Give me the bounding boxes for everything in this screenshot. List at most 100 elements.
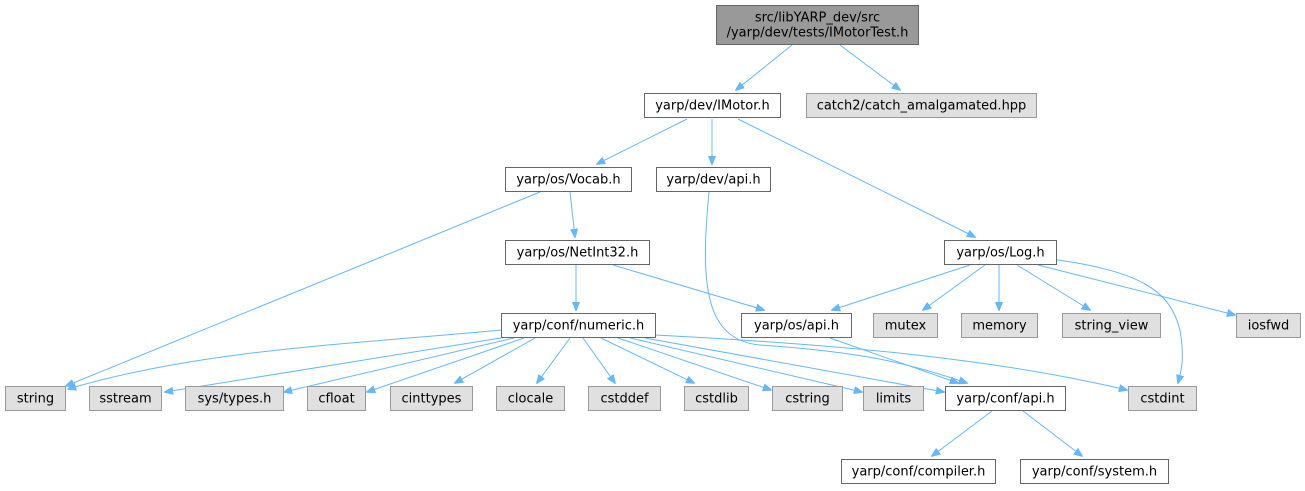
node-label-clocale: clocale: [508, 392, 553, 407]
node-box-system: [1020, 459, 1169, 484]
node-label-imotor: yarp/dev/IMotor.h: [655, 99, 770, 114]
node-box-cstring: [772, 386, 843, 411]
node-box-osapi: [741, 313, 852, 338]
node-box-log: [944, 240, 1057, 265]
edge-confapi-to-compiler: [932, 410, 993, 456]
node-label-root-line-1: src/libYARP_dev/src: [755, 11, 880, 26]
node-box-imotor: [644, 93, 781, 118]
node-label-iosfwd: iosfwd: [1248, 319, 1290, 334]
node-label-string: string: [17, 392, 54, 407]
node-box-cfloat: [307, 386, 366, 411]
node-label-osapi: yarp/os/api.h: [754, 319, 839, 334]
node-label-cstddef: cstddef: [600, 392, 649, 407]
node-box-cinttypes: [390, 386, 473, 411]
node-netint[interactable]: yarp/os/NetInt32.h: [505, 240, 650, 265]
node-mutex: mutex: [873, 313, 938, 338]
node-label-devapi: yarp/dev/api.h: [666, 173, 760, 188]
node-box-string: [5, 386, 66, 411]
node-confapi[interactable]: yarp/conf/api.h: [945, 386, 1066, 411]
node-box-numeric: [501, 313, 656, 338]
edge-numeric-to-cstring: [617, 337, 771, 390]
node-box-systypes: [185, 386, 284, 411]
edge-numeric-to-limits: [629, 337, 862, 392]
node-catch2: catch2/catch_amalgamated.hpp: [806, 93, 1037, 118]
edge-numeric-to-cstdlib: [600, 337, 694, 383]
edge-log-to-osapi: [832, 264, 971, 310]
edge-log-to-cstdint: [1042, 257, 1182, 383]
node-box-string_view: [1062, 313, 1161, 338]
node-box-clocale: [496, 386, 565, 411]
node-memory: memory: [961, 313, 1038, 338]
node-box-cstddef: [588, 386, 661, 411]
edge-numeric-to-sstream: [165, 336, 508, 392]
edge-devapi-to-confapi: [704, 191, 967, 383]
edge-imotor-to-log: [737, 118, 975, 237]
node-system[interactable]: yarp/conf/system.h: [1020, 459, 1169, 484]
edge-numeric-to-cfloat: [367, 337, 525, 392]
node-sstream: sstream: [89, 386, 162, 411]
node-label-catch2: catch2/catch_amalgamated.hpp: [817, 99, 1027, 114]
node-box-netint: [505, 240, 650, 265]
node-compiler[interactable]: yarp/conf/compiler.h: [841, 459, 996, 484]
node-box-compiler: [841, 459, 996, 484]
nodes-layer: src/libYARP_dev/src/yarp/dev/tests/IMoto…: [5, 5, 1301, 484]
edge-netint-to-osapi: [612, 264, 764, 310]
edge-numeric-to-systypes: [284, 337, 515, 392]
node-label-systypes: sys/types.h: [198, 392, 272, 407]
node-string_view: string_view: [1062, 313, 1161, 338]
edge-numeric-to-cstdint: [654, 334, 1127, 390]
edge-numeric-to-string: [68, 329, 503, 389]
node-label-compiler: yarp/conf/compiler.h: [852, 465, 986, 480]
node-box-memory: [961, 313, 1038, 338]
node-box-devapi: [656, 167, 771, 192]
node-numeric[interactable]: yarp/conf/numeric.h: [501, 313, 656, 338]
node-label-root-line-2: /yarp/dev/tests/IMotorTest.h: [727, 26, 909, 41]
edge-numeric-to-cinttypes: [455, 337, 536, 383]
node-limits: limits: [863, 386, 924, 411]
edge-confapi-to-system: [1022, 410, 1082, 456]
node-label-system: yarp/conf/system.h: [1032, 465, 1157, 480]
node-imotor[interactable]: yarp/dev/IMotor.h: [644, 93, 781, 118]
node-box-catch2: [806, 93, 1037, 118]
node-osapi[interactable]: yarp/os/api.h: [741, 313, 852, 338]
node-string: string: [5, 386, 66, 411]
node-cstdlib: cstdlib: [684, 386, 749, 411]
node-label-mutex: mutex: [885, 319, 927, 334]
edge-root-to-catch2: [839, 44, 900, 90]
node-box-cstdint: [1128, 386, 1197, 411]
edge-osapi-to-confapi: [829, 337, 958, 383]
edge-numeric-to-confapi: [644, 337, 944, 392]
node-cstring: cstring: [772, 386, 843, 411]
edge-log-to-string_view: [1016, 264, 1090, 310]
node-label-confapi: yarp/conf/api.h: [956, 392, 1054, 407]
node-box-vocab: [505, 167, 632, 192]
node-box-cstdlib: [684, 386, 749, 411]
node-label-cstring: cstring: [785, 392, 829, 407]
node-box-limits: [863, 386, 924, 411]
node-box-mutex: [873, 313, 938, 338]
node-vocab[interactable]: yarp/os/Vocab.h: [505, 167, 632, 192]
node-root[interactable]: src/libYARP_dev/src/yarp/dev/tests/IMoto…: [716, 5, 919, 45]
edge-imotor-to-vocab: [597, 118, 688, 164]
node-label-log: yarp/os/Log.h: [956, 246, 1044, 261]
node-label-string_view: string_view: [1075, 319, 1149, 334]
edge-vocab-to-netint: [569, 191, 575, 237]
node-label-cstdlib: cstdlib: [695, 392, 738, 407]
node-label-netint: yarp/os/NetInt32.h: [517, 246, 639, 261]
node-box-root: [716, 5, 919, 45]
node-cinttypes: cinttypes: [390, 386, 473, 411]
edge-numeric-to-clocale: [537, 337, 571, 383]
node-devapi[interactable]: yarp/dev/api.h: [656, 167, 771, 192]
edge-vocab-to-string: [66, 191, 541, 386]
node-label-memory: memory: [972, 319, 1027, 334]
node-iosfwd: iosfwd: [1236, 313, 1301, 338]
edges-layer: [66, 44, 1235, 456]
edge-numeric-to-cstddef: [582, 337, 615, 383]
node-cfloat: cfloat: [307, 386, 366, 411]
node-box-confapi: [945, 386, 1066, 411]
node-box-sstream: [89, 386, 162, 411]
node-log[interactable]: yarp/os/Log.h: [944, 240, 1057, 265]
node-cstddef: cstddef: [588, 386, 661, 411]
edge-log-to-mutex: [923, 264, 986, 310]
